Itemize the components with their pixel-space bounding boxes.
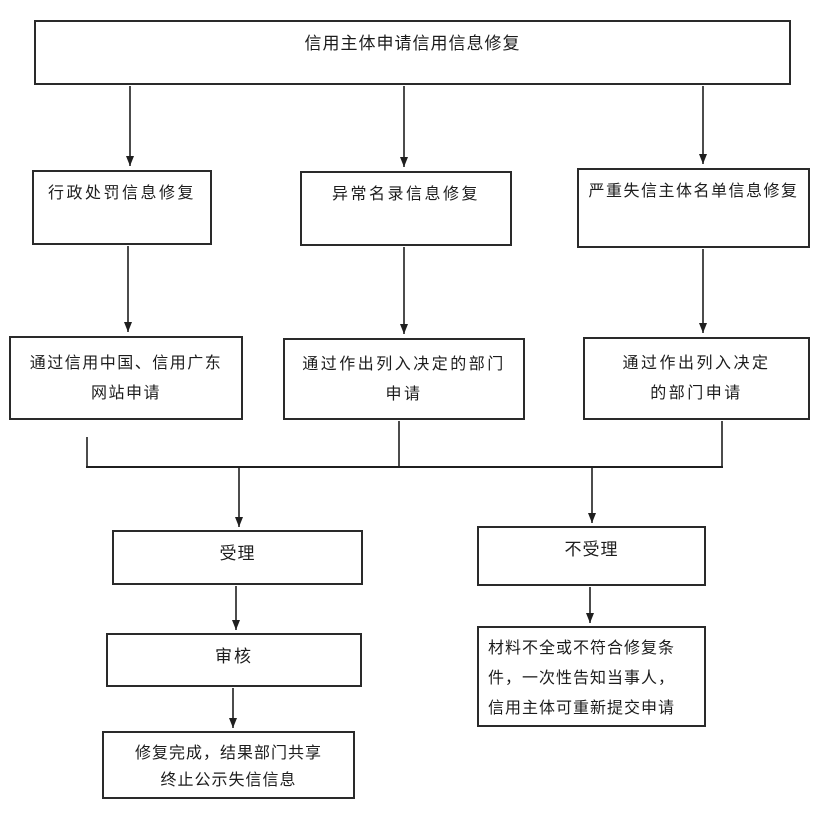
flow-box-label: 受理	[219, 544, 256, 563]
flow-box-label: 行政处罚信息修复	[47, 185, 196, 202]
flow-box-label-line2: 的部门申请	[650, 385, 743, 402]
flow-box-label-line2: 申请	[385, 386, 423, 403]
flow-box-label-line2: 网站申请	[90, 385, 161, 402]
flow-box-label: 信用主体申请信用信息修复	[304, 34, 521, 53]
flow-box-label: 不受理	[564, 540, 619, 559]
flow-box-repair-complete: 修复完成，结果部门共享 终止公示失信信息	[102, 731, 355, 799]
flow-box-apply-repair: 信用主体申请信用信息修复	[34, 20, 791, 85]
flow-box-label-line1: 修复完成，结果部门共享	[134, 745, 322, 762]
flow-box-apply-via-listing-dept: 通过作出列入决定的部门 申请	[283, 338, 525, 420]
flow-box-not-accepted: 不受理	[477, 526, 706, 586]
flow-box-notify-resubmit: 材料不全或不符合修复条 件，一次性告知当事人， 信用主体可重新提交申请	[477, 626, 706, 727]
flow-box-admin-penalty-repair: 行政处罚信息修复	[32, 170, 212, 245]
flow-box-serious-dishonesty-repair: 严重失信主体名单信息修复	[577, 168, 810, 248]
flow-box-accepted: 受理	[112, 530, 363, 585]
flow-box-apply-via-website: 通过信用中国、信用广东 网站申请	[9, 336, 243, 420]
flow-box-label-line1: 通过作出列入决定的部门	[302, 356, 506, 373]
flow-box-abnormal-list-repair: 异常名录信息修复	[300, 171, 512, 246]
flow-box-apply-via-listing-dept-2: 通过作出列入决定 的部门申请	[583, 337, 810, 420]
flow-box-label-line1: 通过作出列入决定	[622, 355, 771, 372]
flow-box-label-line1: 通过信用中国、信用广东	[29, 355, 223, 372]
flow-box-label: 审核	[215, 647, 253, 666]
flow-box-label-line1: 材料不全或不符合修复条	[488, 640, 676, 657]
flow-box-label: 异常名录信息修复	[331, 186, 480, 203]
flow-box-label-line2: 件，一次性告知当事人，	[488, 670, 676, 687]
flow-box-label-line3: 信用主体可重新提交申请	[488, 700, 676, 717]
flow-box-label-line2: 终止公示失信信息	[160, 772, 297, 789]
flow-box-review: 审核	[106, 633, 362, 687]
flow-box-label: 严重失信主体名单信息修复	[588, 183, 799, 200]
